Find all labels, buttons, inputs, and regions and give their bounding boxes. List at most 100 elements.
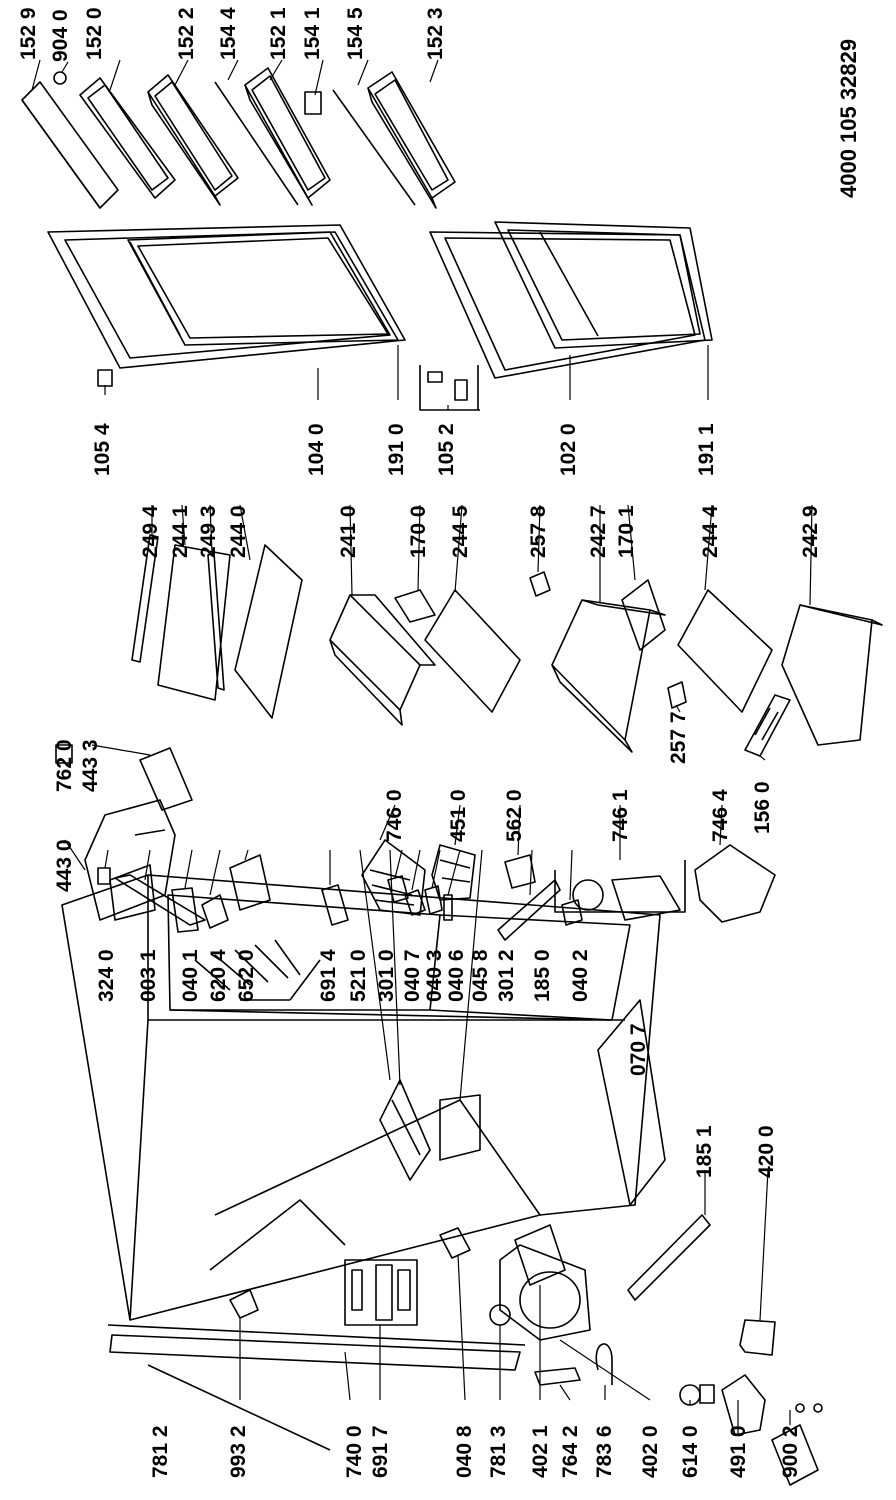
label-6204: 620 4 (207, 949, 230, 1002)
glass-shelf-2440 (234, 544, 303, 719)
part-7620 (55, 744, 73, 764)
shelf-trim-2493 (207, 552, 225, 691)
label-4020: 402 0 (639, 1425, 662, 1478)
label-2440: 244 0 (227, 505, 250, 558)
part-0458 (443, 894, 453, 921)
label-1850: 185 0 (531, 949, 554, 1002)
part-3240 (97, 867, 111, 885)
label-2493: 249 3 (197, 505, 220, 558)
trim-0707 (597, 999, 666, 1206)
fridge-door-1040 (47, 224, 406, 369)
evaporator-7460 (361, 839, 426, 916)
label-2441: 244 1 (169, 505, 192, 558)
document-number: 4000 105 32829 (836, 38, 861, 198)
label-0707: 070 7 (627, 1023, 650, 1076)
capacitor-4200 (739, 1319, 823, 1413)
dairy-box-2410 (329, 594, 436, 726)
part-9002 (771, 1424, 819, 1486)
label-1052: 105 2 (435, 423, 458, 476)
light-assembly-5210 (379, 1079, 431, 1181)
part-0403 (404, 889, 426, 916)
label-3012: 301 2 (495, 949, 518, 1002)
crisper-2427 (551, 599, 666, 753)
label-1040: 104 0 (305, 423, 328, 476)
label-6917: 691 7 (369, 1425, 392, 1478)
part-7642 (534, 1367, 581, 1386)
label-7620: 762 0 (53, 739, 76, 792)
fan-kit-7461 (554, 860, 686, 921)
label-1910: 191 0 (385, 423, 408, 476)
clip-1541 (304, 91, 322, 115)
label-3010: 301 0 (375, 949, 398, 1002)
label-7400: 740 0 (343, 1425, 366, 1478)
label-1545: 154 5 (344, 7, 367, 60)
label-4021: 402 1 (529, 1425, 552, 1478)
label-3240: 324 0 (95, 949, 118, 1002)
panel-6917-items (351, 1264, 411, 1321)
label-5210: 521 0 (347, 949, 370, 1002)
label-9932: 993 2 (227, 1425, 250, 1478)
control-assembly-4430 (84, 799, 176, 921)
glass-shelf-2441 (157, 544, 231, 701)
label-0408: 040 8 (453, 1425, 476, 1478)
cover-1700 (394, 589, 436, 623)
part-0406 (424, 885, 443, 915)
part-6204 (201, 894, 229, 929)
label-1522: 152 2 (175, 7, 198, 60)
label-1700: 170 0 (407, 505, 430, 558)
label-1541: 154 1 (301, 7, 324, 60)
clip-2578 (529, 571, 551, 597)
door-bin-1523 (367, 71, 456, 209)
label-7460: 746 0 (383, 789, 406, 842)
glass-shelf-2444 (677, 589, 773, 713)
label-1701: 170 1 (615, 505, 638, 558)
label-2410: 241 0 (337, 505, 360, 558)
shelf-trim-2494 (131, 534, 159, 663)
clip-2577 (667, 681, 687, 709)
compressor-4020 (499, 1244, 591, 1341)
label-1521: 152 1 (267, 7, 290, 60)
part-4021 (514, 1224, 566, 1286)
label-2427: 242 7 (587, 505, 610, 558)
label-1911: 191 1 (695, 423, 718, 476)
label-1560: 156 0 (751, 781, 774, 834)
label-2577: 257 7 (667, 711, 690, 764)
label-1544: 154 4 (217, 7, 240, 60)
rail-0031 (114, 874, 206, 926)
label-7461: 746 1 (609, 789, 632, 842)
label-7813: 781 3 (487, 1425, 510, 1478)
label-6914: 691 4 (317, 949, 340, 1002)
cover-1701 (621, 579, 666, 651)
label-2429: 242 9 (799, 505, 822, 558)
part-0408 (439, 1227, 471, 1259)
freezer-drawer-2429 (781, 604, 883, 746)
label-0403: 040 3 (423, 949, 446, 1002)
label-4430: 443 0 (53, 839, 76, 892)
label-9002: 900 2 (779, 1425, 802, 1478)
door-gasket-1910 (127, 231, 399, 346)
door-bin-1520 (79, 77, 176, 199)
label-4433: 443 3 (79, 739, 102, 792)
label-6140: 614 0 (679, 1425, 702, 1478)
label-0401: 040 1 (179, 949, 202, 1002)
label-2578: 257 8 (527, 505, 550, 558)
door-bin-1529 (21, 81, 119, 209)
hinge-kit-1052 (419, 365, 480, 411)
part-7812 (147, 1364, 331, 1451)
label-1520: 152 0 (83, 7, 106, 60)
freezer-door-1020 (429, 231, 706, 379)
label-7812: 781 2 (149, 1425, 172, 1478)
door-gasket-1911 (494, 221, 713, 349)
label-4200: 420 0 (755, 1125, 778, 1178)
label-6520: 652 0 (235, 949, 258, 1002)
label-0407: 040 7 (401, 949, 424, 1002)
part-6520 (229, 854, 271, 911)
hinge-1054 (97, 369, 113, 387)
part-6914 (321, 884, 349, 926)
bar-1851 (627, 1214, 711, 1301)
heater-4510 (431, 844, 476, 901)
rod-1544 (214, 81, 299, 206)
label-4510: 451 0 (447, 789, 470, 842)
label-0406: 040 6 (445, 949, 468, 1002)
